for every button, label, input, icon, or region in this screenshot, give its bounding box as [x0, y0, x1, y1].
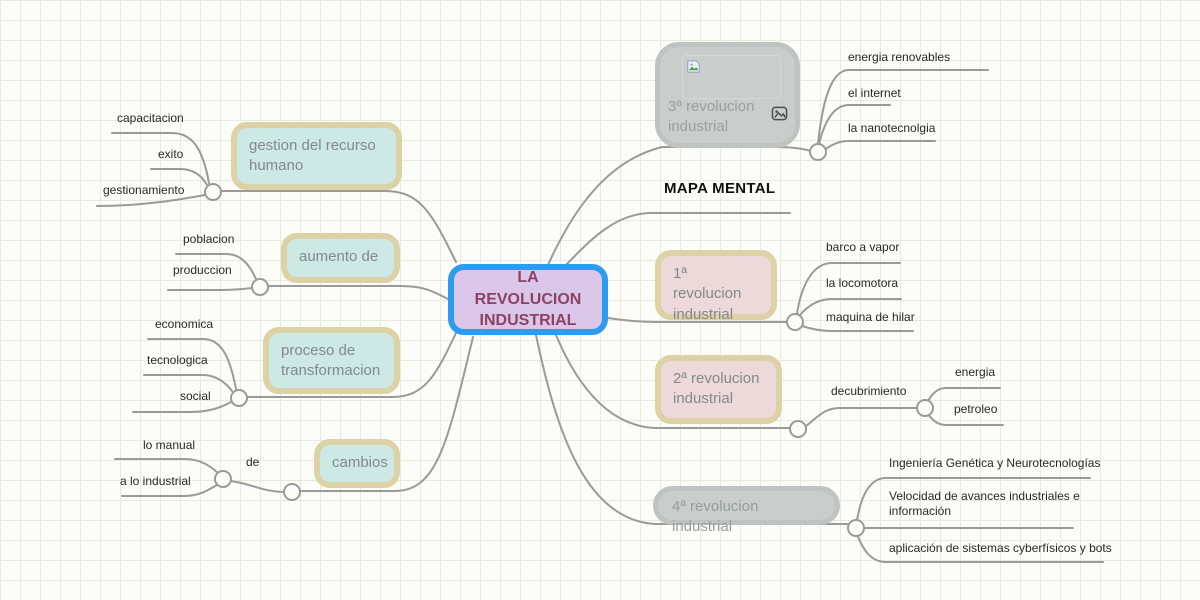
branch-connector-dot[interactable]	[847, 519, 865, 537]
broken-image-icon	[687, 60, 700, 73]
leaf-tecnologica[interactable]: tecnologica	[147, 353, 208, 367]
leaf-produccion[interactable]: produccion	[173, 263, 232, 277]
branch-connector-dot[interactable]	[786, 313, 804, 331]
branch-connector-dot[interactable]	[204, 183, 222, 201]
topic-label: proceso de transformacion	[281, 342, 381, 380]
leaf-velocidad-avances[interactable]: Velocidad de avances industriales e info…	[889, 489, 1080, 518]
topic-mapa-mental[interactable]: MAPA MENTAL	[664, 180, 776, 197]
leaf-ingenieria-genetica[interactable]: Ingeniería Genética y Neurotecnologías	[889, 456, 1101, 470]
leaf-aplicacion-sistemas[interactable]: aplicación de sistemas cyberfísicos y bo…	[889, 541, 1112, 555]
image-attachment-icon[interactable]	[771, 106, 788, 127]
topic-aumento-de[interactable]: aumento de	[281, 233, 400, 283]
leaf-de[interactable]: de	[246, 455, 260, 469]
leaf-gestionamiento[interactable]: gestionamiento	[103, 183, 185, 197]
image-placeholder[interactable]	[682, 55, 781, 99]
branch-connector-dot[interactable]	[251, 278, 269, 296]
leaf-el-internet[interactable]: el internet	[848, 86, 901, 100]
central-topic-la-revolucion-industrial[interactable]: LA REVOLUCION INDUSTRIAL	[448, 264, 608, 335]
branch-connector-dot[interactable]	[916, 399, 934, 417]
topic-label: cambios	[332, 454, 388, 471]
leaf-economica[interactable]: economica	[155, 317, 214, 331]
leaf-social[interactable]: social	[180, 389, 211, 403]
topic-proceso-de-transformacion[interactable]: proceso de transformacion	[263, 327, 400, 394]
leaf-la-nanotecnolgia[interactable]: la nanotecnolgia	[848, 121, 936, 135]
topic-label: 3ª revolucion industrial	[668, 97, 755, 135]
topic-label: 1ª revolucion industrial	[673, 265, 742, 323]
branch-connector-dot[interactable]	[789, 420, 807, 438]
branch-connector-dot[interactable]	[214, 470, 232, 488]
topic-1a-revolucion-industrial[interactable]: 1ª revolucion industrial	[655, 250, 777, 323]
topic-gestion-del-recurso-humano[interactable]: gestion del recurso humano	[231, 122, 402, 190]
leaf-decubrimiento[interactable]: decubrimiento	[831, 384, 907, 398]
leaf-petroleo[interactable]: petroleo	[954, 402, 998, 416]
leaf-a-lo-industrial[interactable]: a lo industrial	[120, 474, 191, 488]
leaf-energia[interactable]: energia	[955, 365, 996, 379]
central-topic-label: LA REVOLUCION INDUSTRIAL	[474, 269, 582, 330]
leaf-barco-a-vapor[interactable]: barco a vapor	[826, 240, 900, 254]
leaf-poblacion[interactable]: poblacion	[183, 232, 235, 246]
topic-3a-revolucion-industrial[interactable]: 3ª revolucion industrial	[655, 42, 800, 148]
topic-label: 4ª revolucion industrial	[672, 498, 759, 536]
branch-connector-dot[interactable]	[230, 389, 248, 407]
topic-label: aumento de	[299, 248, 379, 265]
leaf-la-locomotora[interactable]: la locomotora	[826, 276, 899, 290]
topic-cambios[interactable]: cambios	[314, 439, 400, 488]
leaf-capacitacion[interactable]: capacitacion	[117, 111, 184, 125]
topic-2a-revolucion-industrial[interactable]: 2ª revolucion industrial	[655, 355, 782, 424]
topic-label: 2ª revolucion industrial	[673, 370, 760, 408]
leaf-energia-renovables[interactable]: energia renovables	[848, 50, 951, 64]
topic-label: gestion del recurso humano	[249, 137, 376, 175]
topic-4a-revolucion-industrial[interactable]: 4ª revolucion industrial	[653, 486, 840, 535]
leaf-maquina-de-hilar[interactable]: maquina de hilar	[826, 310, 915, 324]
leaf-lo-manual[interactable]: lo manual	[143, 438, 196, 452]
branch-connector-dot[interactable]	[283, 483, 301, 501]
leaf-exito[interactable]: exito	[158, 147, 184, 161]
branch-connector-dot[interactable]	[809, 143, 827, 161]
